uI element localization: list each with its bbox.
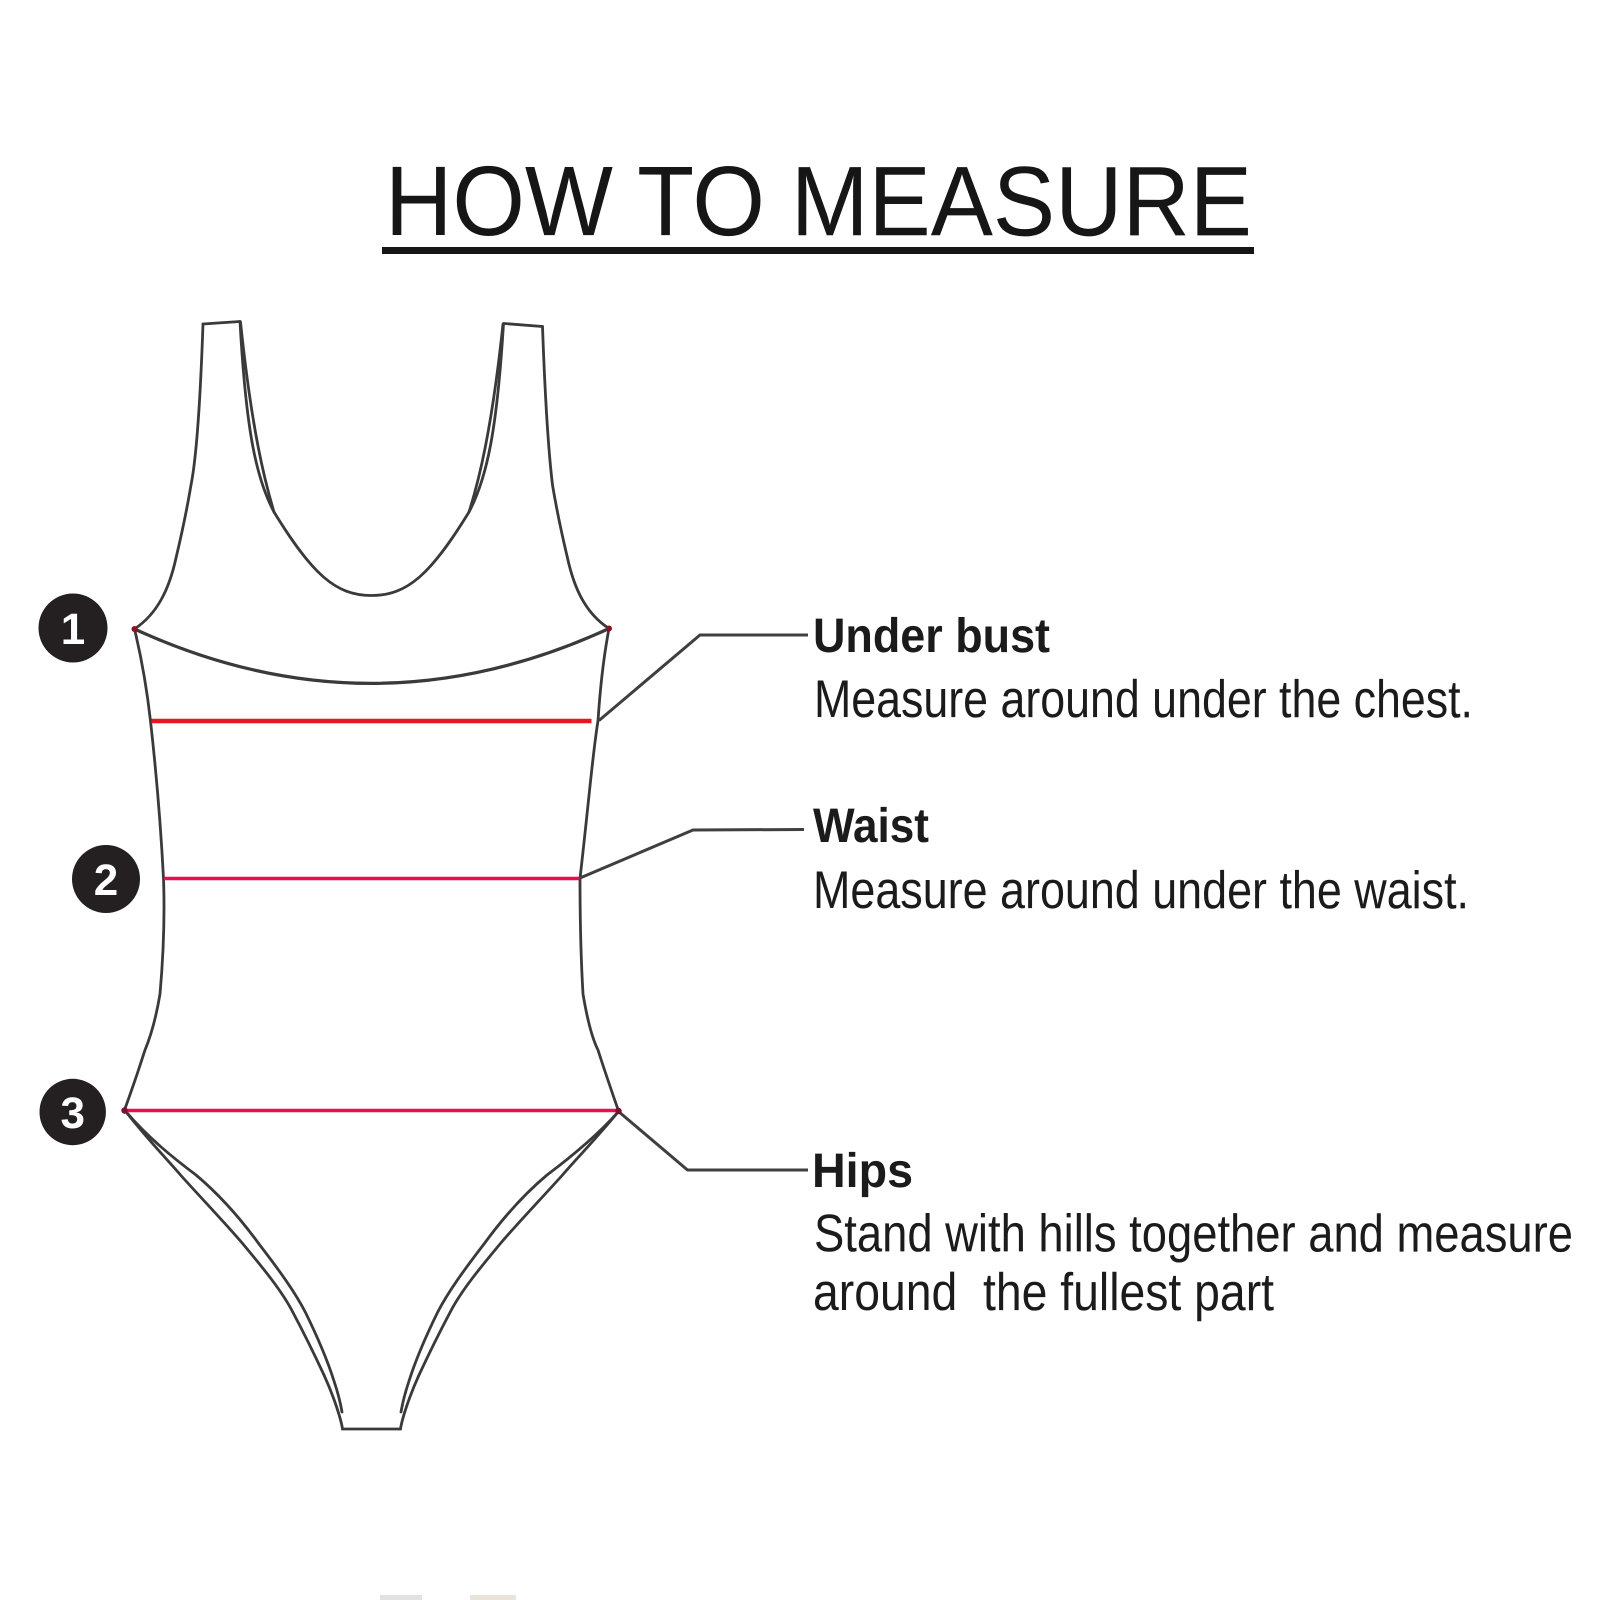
svg-text:around the fullest part: around the fullest part	[813, 1263, 1274, 1322]
svg-text:Under bust: Under bust	[813, 609, 1050, 663]
svg-text:2: 2	[94, 856, 119, 905]
svg-text:Hips: Hips	[812, 1144, 913, 1198]
svg-text:Waist: Waist	[813, 799, 929, 853]
svg-text:1: 1	[61, 605, 86, 654]
svg-text:HOW TO MEASURE: HOW TO MEASURE	[385, 145, 1252, 256]
svg-text:Measure around under the chest: Measure around under the chest.	[814, 670, 1473, 729]
svg-text:3: 3	[60, 1089, 85, 1138]
svg-text:Stand with hills together and: Stand with hills together and measure	[814, 1204, 1573, 1263]
svg-text:Measure around under the waist: Measure around under the waist.	[813, 861, 1469, 920]
